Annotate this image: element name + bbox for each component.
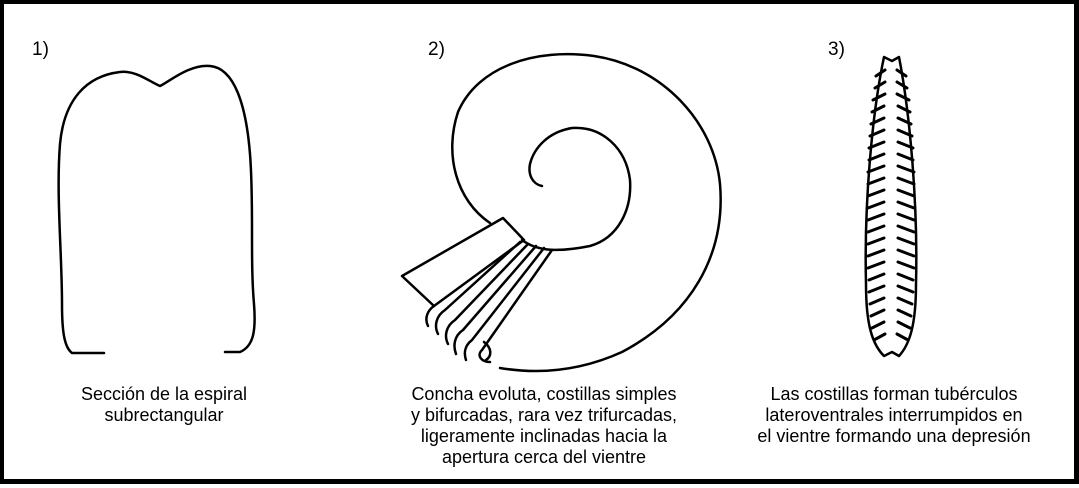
figure-drawings <box>57 52 918 373</box>
caption-line: subrectangular <box>104 405 224 425</box>
ventral-view <box>864 55 918 358</box>
shell-ribs <box>425 240 554 364</box>
caption-line: lateroventrales interrumpidos en <box>765 405 1023 425</box>
caption-line: apertura cerca del vientre <box>441 447 647 467</box>
panel-2-number: 2) <box>428 39 445 60</box>
panel-3-caption: Las costillas forman tubérculos laterove… <box>734 384 1054 447</box>
panel-1-caption: Sección de la espiral subrectangular <box>64 384 264 426</box>
whorl-section-outline <box>57 64 256 355</box>
panel-3-number: 3) <box>828 39 845 60</box>
caption-line: Concha evoluta, costillas simples <box>411 384 677 404</box>
shell-outer-spiral <box>451 52 722 373</box>
caption-line: ligeramente inclinadas hacia la <box>420 426 668 446</box>
ventral-ribs <box>866 68 916 342</box>
panel-1-number: 1) <box>32 39 49 60</box>
evolute-shell <box>400 52 722 373</box>
ventral-outline <box>864 55 918 358</box>
panel-2-caption: Concha evoluta, costillas simples y bifu… <box>379 384 709 468</box>
caption-line: y bifurcadas, rara vez trifurcadas, <box>410 405 678 425</box>
shell-aperture <box>400 216 526 308</box>
caption-line: Las costillas forman tubérculos <box>770 384 1018 404</box>
caption-line: Sección de la espiral <box>80 384 248 404</box>
shell-inner-spiral <box>520 126 632 252</box>
caption-line: el vientre formando una depresión <box>757 426 1031 446</box>
